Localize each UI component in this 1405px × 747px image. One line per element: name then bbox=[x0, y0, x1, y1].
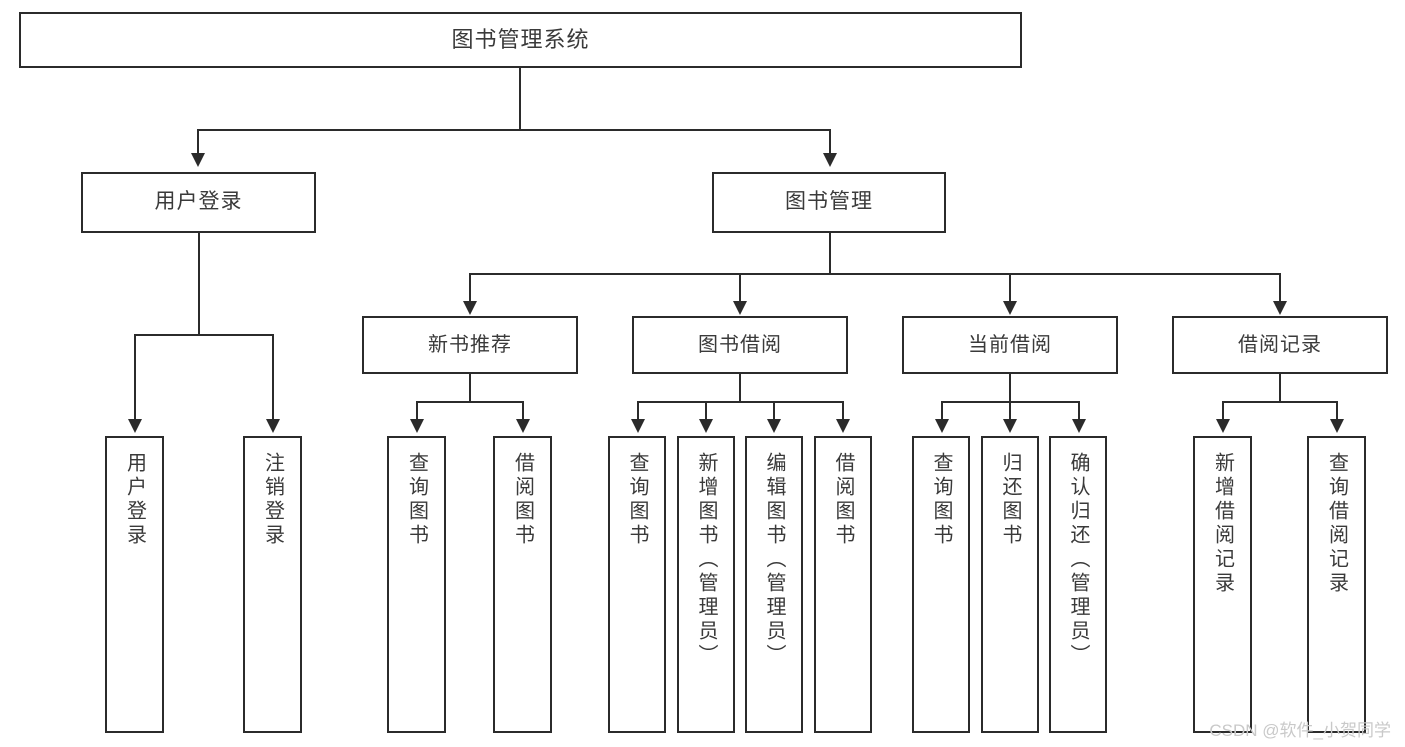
node-label: 用户登录 bbox=[154, 190, 243, 214]
arrow-head-nb-leaf-2 bbox=[516, 419, 530, 433]
connector-currentborrow-stem bbox=[1009, 374, 1011, 402]
connector-root-bar bbox=[197, 129, 831, 131]
leaf-logout[interactable]: 注销登录 bbox=[243, 436, 302, 733]
node-label: 借阅记录 bbox=[1238, 333, 1322, 356]
leaf-add-borrow-record[interactable]: 新增借阅记录 bbox=[1193, 436, 1252, 733]
connector-root-drop-right bbox=[829, 129, 831, 155]
node-label: 查询借阅记录 bbox=[1325, 452, 1348, 596]
arrow-head-bb-leaf-4 bbox=[836, 419, 850, 433]
connector-bb-drop-2 bbox=[705, 401, 707, 420]
connector-user-login-drop-1 bbox=[134, 334, 136, 420]
arrow-head-book-manage bbox=[823, 153, 837, 167]
leaf-query-book-borrow[interactable]: 查询图书 bbox=[608, 436, 666, 733]
connector-root-stem bbox=[519, 68, 521, 130]
node-borrow-record[interactable]: 借阅记录 bbox=[1172, 316, 1388, 374]
arrow-head-cb-leaf-2 bbox=[1003, 419, 1017, 433]
node-label: 借阅图书 bbox=[511, 452, 534, 548]
arrow-head-current-borrow bbox=[1003, 301, 1017, 315]
connector-br-drop-2 bbox=[1336, 401, 1338, 420]
node-label: 编辑图书（管理员） bbox=[763, 452, 785, 668]
node-root-system[interactable]: 图书管理系统 bbox=[19, 12, 1022, 68]
leaf-query-borrow-record[interactable]: 查询借阅记录 bbox=[1307, 436, 1366, 733]
connector-root-drop-left bbox=[197, 129, 199, 155]
arrow-head-borrow-record bbox=[1273, 301, 1287, 315]
connector-borrowrecord-stem bbox=[1279, 374, 1281, 402]
connector-cb-drop-1 bbox=[941, 401, 943, 420]
node-book-management[interactable]: 图书管理 bbox=[712, 172, 946, 233]
node-user-login[interactable]: 用户登录 bbox=[81, 172, 316, 233]
node-current-borrow[interactable]: 当前借阅 bbox=[902, 316, 1118, 374]
arrow-head-bb-leaf-1 bbox=[631, 419, 645, 433]
node-label: 当前借阅 bbox=[968, 333, 1052, 356]
connector-user-login-stem bbox=[198, 233, 200, 335]
connector-newbook-drop-1 bbox=[416, 401, 418, 420]
connector-newbook-bar bbox=[416, 401, 522, 403]
arrow-head-book-borrow bbox=[733, 301, 747, 315]
node-label: 确认归还（管理员） bbox=[1067, 452, 1089, 668]
connector-newbook-drop-2 bbox=[522, 401, 524, 420]
arrow-head-cb-leaf-3 bbox=[1072, 419, 1086, 433]
leaf-edit-book-admin[interactable]: 编辑图书（管理员） bbox=[745, 436, 803, 733]
arrow-head-new-book bbox=[463, 301, 477, 315]
connector-borrowrecord-bar bbox=[1222, 401, 1336, 403]
connector-bookborrow-bar bbox=[637, 401, 842, 403]
connector-bm-drop-4 bbox=[1279, 273, 1281, 302]
leaf-add-book-admin[interactable]: 新增图书（管理员） bbox=[677, 436, 735, 733]
connector-br-drop-1 bbox=[1222, 401, 1224, 420]
node-label: 注销登录 bbox=[261, 452, 284, 548]
connector-bm-drop-1 bbox=[469, 273, 471, 302]
arrow-head-br-leaf-1 bbox=[1216, 419, 1230, 433]
leaf-query-book-current[interactable]: 查询图书 bbox=[912, 436, 970, 733]
connector-bm-drop-2 bbox=[739, 273, 741, 302]
node-label: 新增图书（管理员） bbox=[695, 452, 717, 668]
connector-bb-drop-1 bbox=[637, 401, 639, 420]
node-label: 图书管理 bbox=[785, 190, 873, 214]
connector-cb-drop-3 bbox=[1078, 401, 1080, 420]
leaf-borrow-book[interactable]: 借阅图书 bbox=[814, 436, 872, 733]
connector-bb-drop-3 bbox=[773, 401, 775, 420]
arrow-head-bb-leaf-3 bbox=[767, 419, 781, 433]
node-label: 用户登录 bbox=[123, 452, 146, 548]
leaf-borrow-book-newbook[interactable]: 借阅图书 bbox=[493, 436, 552, 733]
leaf-query-book-newbook[interactable]: 查询图书 bbox=[387, 436, 446, 733]
node-label: 图书管理系统 bbox=[451, 27, 590, 53]
node-label: 查询图书 bbox=[930, 452, 952, 548]
arrow-head-user-login bbox=[191, 153, 205, 167]
node-book-borrow[interactable]: 图书借阅 bbox=[632, 316, 848, 374]
arrow-head-br-leaf-2 bbox=[1330, 419, 1344, 433]
csdn-watermark: CSDN @软件_小贺同学 bbox=[1209, 721, 1391, 740]
arrow-head-nb-leaf-1 bbox=[410, 419, 424, 433]
node-label: 图书借阅 bbox=[698, 333, 782, 356]
arrow-head-leaf-user-login bbox=[128, 419, 142, 433]
arrow-head-bb-leaf-2 bbox=[699, 419, 713, 433]
arrow-head-cb-leaf-1 bbox=[935, 419, 949, 433]
node-label: 归还图书 bbox=[999, 452, 1021, 548]
node-label: 查询图书 bbox=[405, 452, 428, 548]
connector-book-manage-stem bbox=[829, 233, 831, 274]
node-label: 新书推荐 bbox=[428, 333, 512, 356]
node-new-book-recommend[interactable]: 新书推荐 bbox=[362, 316, 578, 374]
leaf-confirm-return-admin[interactable]: 确认归还（管理员） bbox=[1049, 436, 1107, 733]
connector-user-login-bar bbox=[134, 334, 272, 336]
connector-cb-drop-2 bbox=[1009, 401, 1011, 420]
connector-book-manage-bar bbox=[469, 273, 1280, 275]
node-label: 新增借阅记录 bbox=[1211, 452, 1234, 596]
connector-bookborrow-stem bbox=[739, 374, 741, 402]
leaf-user-login[interactable]: 用户登录 bbox=[105, 436, 164, 733]
connector-user-login-drop-2 bbox=[272, 334, 274, 420]
node-label: 借阅图书 bbox=[832, 452, 854, 548]
node-label: 查询图书 bbox=[626, 452, 648, 548]
connector-bb-drop-4 bbox=[842, 401, 844, 420]
leaf-return-book[interactable]: 归还图书 bbox=[981, 436, 1039, 733]
connector-newbook-stem bbox=[469, 374, 471, 402]
arrow-head-leaf-logout bbox=[266, 419, 280, 433]
connector-bm-drop-3 bbox=[1009, 273, 1011, 302]
